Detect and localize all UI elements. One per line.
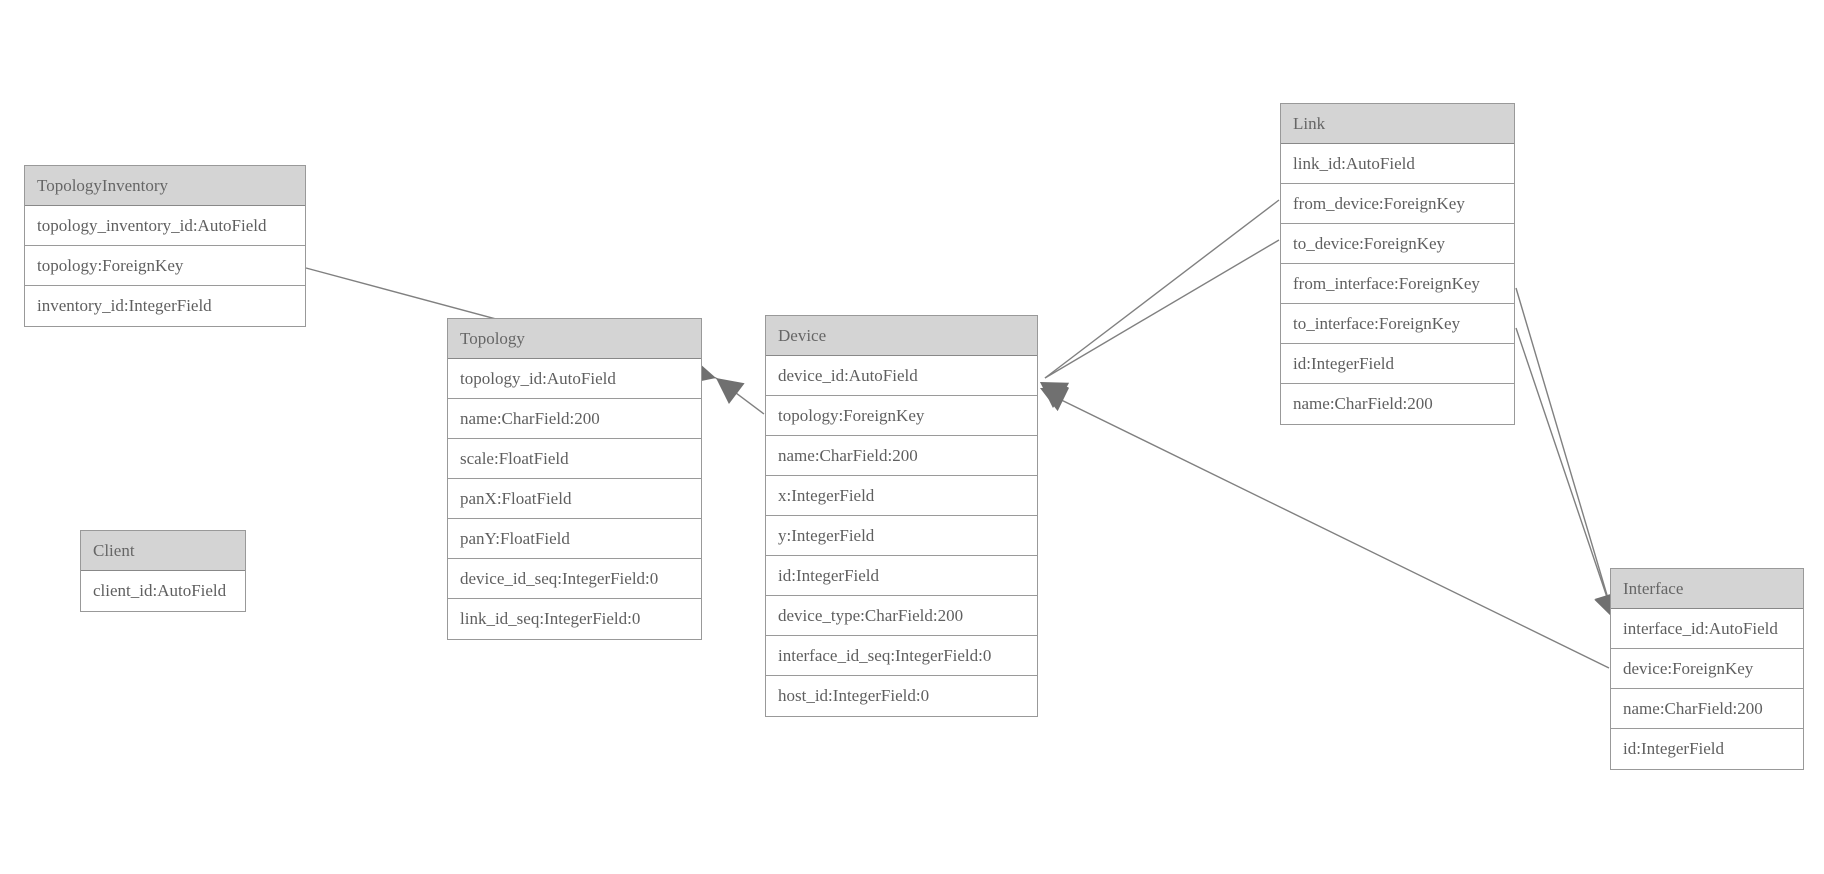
entity-field: topology:ForeignKey (25, 246, 305, 286)
entity-field: panX:FloatField (448, 479, 701, 519)
entity-title-interface: Interface (1611, 569, 1803, 609)
entity-title-device: Device (766, 316, 1037, 356)
entity-field: id:IntegerField (1281, 344, 1514, 384)
entity-field: link_id_seq:IntegerField:0 (448, 599, 701, 639)
entity-field: host_id:IntegerField:0 (766, 676, 1037, 716)
entity-field: topology_id:AutoField (448, 359, 701, 399)
entity-field: name:CharField:200 (1611, 689, 1803, 729)
rel-link-todevice (1044, 239, 1280, 379)
rel-interface-device (1044, 391, 1610, 669)
entity-field: device_id_seq:IntegerField:0 (448, 559, 701, 599)
entity-field: to_device:ForeignKey (1281, 224, 1514, 264)
entity-field: name:CharField:200 (448, 399, 701, 439)
entity-field: device:ForeignKey (1611, 649, 1803, 689)
entity-field: topology:ForeignKey (766, 396, 1037, 436)
rel-device-topology (715, 377, 765, 415)
entity-field: scale:FloatField (448, 439, 701, 479)
entity-field: interface_id:AutoField (1611, 609, 1803, 649)
entity-field: panY:FloatField (448, 519, 701, 559)
entity-title-topology: Topology (448, 319, 701, 359)
entity-field: inventory_id:IntegerField (25, 286, 305, 326)
entity-field: name:CharField:200 (1281, 384, 1514, 424)
entity-field: device_type:CharField:200 (766, 596, 1037, 636)
entity-field: from_interface:ForeignKey (1281, 264, 1514, 304)
rel-interface-device-arrowhead (1040, 387, 1070, 412)
entity-field: device_id:AutoField (766, 356, 1037, 396)
rel-device-topology-arrowhead (716, 378, 745, 405)
rel-link-tointerface (1515, 327, 1613, 613)
rel-link-fromdevice (1044, 199, 1280, 379)
entity-field: client_id:AutoField (81, 571, 245, 611)
entity-field: y:IntegerField (766, 516, 1037, 556)
entity-field: id:IntegerField (1611, 729, 1803, 769)
rel-link-todevice-arrowhead (1040, 382, 1070, 406)
entity-field: x:IntegerField (766, 476, 1037, 516)
rel-link-frominterface (1515, 287, 1613, 613)
entity-field: topology_inventory_id:AutoField (25, 206, 305, 246)
entity-field: id:IntegerField (766, 556, 1037, 596)
entity-field: to_interface:ForeignKey (1281, 304, 1514, 344)
entity-title-link: Link (1281, 104, 1514, 144)
entity-field: from_device:ForeignKey (1281, 184, 1514, 224)
entity-field: name:CharField:200 (766, 436, 1037, 476)
entity-title-client: Client (81, 531, 245, 571)
entity-field: link_id:AutoField (1281, 144, 1514, 184)
entity-title-topology_inventory: TopologyInventory (25, 166, 305, 206)
entity-field: interface_id_seq:IntegerField:0 (766, 636, 1037, 676)
